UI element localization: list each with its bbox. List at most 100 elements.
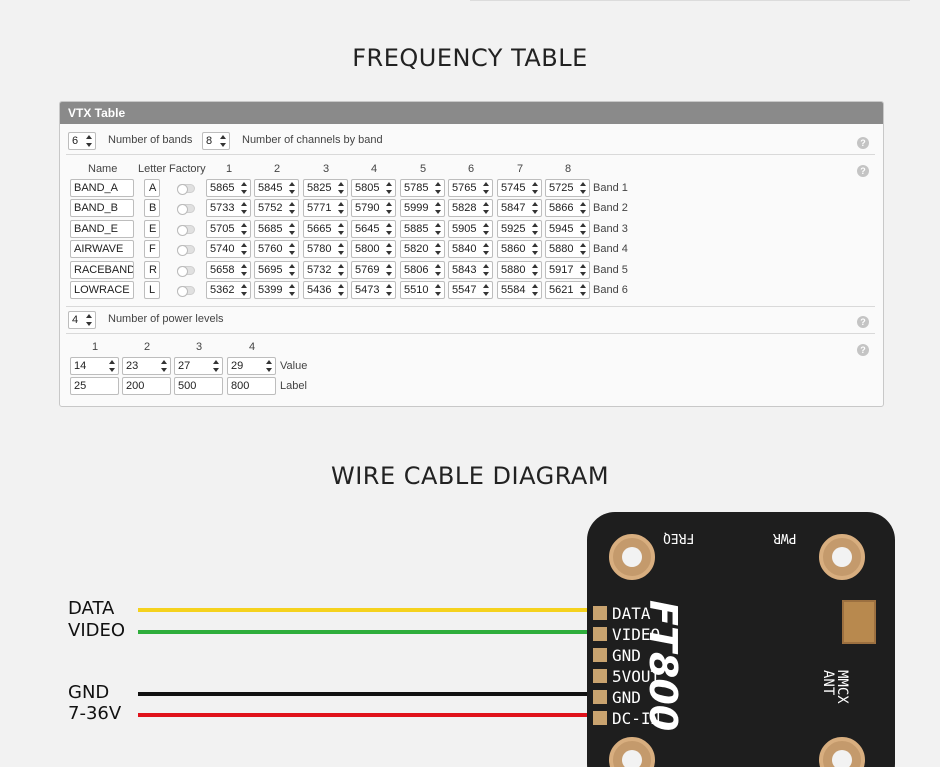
stepper-arrows-icon[interactable]: [289, 263, 296, 276]
power-value-stepper[interactable]: 27: [174, 357, 223, 375]
frequency-stepper[interactable]: 5547: [448, 281, 493, 299]
frequency-stepper[interactable]: 5806: [400, 260, 445, 279]
bands-count-stepper[interactable]: 6: [68, 132, 96, 150]
frequency-stepper[interactable]: 5805: [351, 179, 396, 197]
power-label-input[interactable]: 25: [70, 377, 119, 395]
stepper-arrows-icon[interactable]: [483, 263, 490, 276]
stepper-arrows-icon[interactable]: [580, 202, 587, 215]
stepper-arrows-icon[interactable]: [483, 284, 490, 296]
frequency-stepper[interactable]: 5436: [303, 281, 348, 299]
stepper-arrows-icon[interactable]: [483, 243, 490, 256]
frequency-stepper[interactable]: 5780: [303, 240, 348, 259]
band-letter-input[interactable]: E: [144, 219, 160, 238]
stepper-arrows-icon[interactable]: [289, 182, 296, 194]
power-label-input[interactable]: 500: [174, 377, 223, 395]
frequency-stepper[interactable]: 5880: [497, 260, 542, 279]
help-icon[interactable]: ?: [857, 137, 869, 149]
band-name-input[interactable]: AIRWAVE: [70, 240, 134, 259]
band-name-input[interactable]: BAND_E: [70, 219, 134, 238]
frequency-stepper[interactable]: 5399: [254, 281, 299, 299]
power-value-stepper[interactable]: 29: [227, 357, 276, 375]
stepper-arrows-icon[interactable]: [435, 243, 442, 256]
frequency-stepper[interactable]: 5771: [303, 199, 348, 218]
stepper-arrows-icon[interactable]: [580, 284, 587, 296]
band-name-input[interactable]: BAND_A: [70, 179, 134, 197]
stepper-arrows-icon[interactable]: [289, 222, 296, 235]
stepper-arrows-icon[interactable]: [386, 202, 393, 215]
frequency-stepper[interactable]: 5885: [400, 219, 445, 238]
frequency-stepper[interactable]: 5765: [448, 179, 493, 197]
band-letter-input[interactable]: F: [144, 240, 160, 259]
frequency-stepper[interactable]: 5865: [206, 179, 251, 197]
stepper-arrows-icon[interactable]: [386, 243, 393, 256]
stepper-arrows-icon[interactable]: [532, 182, 539, 194]
band-letter-input[interactable]: R: [144, 260, 160, 279]
frequency-stepper[interactable]: 5745: [497, 179, 542, 197]
frequency-stepper[interactable]: 5362: [206, 281, 251, 299]
factory-toggle[interactable]: [177, 204, 195, 216]
help-icon[interactable]: ?: [857, 165, 869, 177]
band-letter-input[interactable]: A: [144, 179, 160, 197]
frequency-stepper[interactable]: 5769: [351, 260, 396, 279]
stepper-arrows-icon[interactable]: [483, 202, 490, 215]
frequency-stepper[interactable]: 5999: [400, 199, 445, 218]
frequency-stepper[interactable]: 5760: [254, 240, 299, 259]
frequency-stepper[interactable]: 5825: [303, 179, 348, 197]
stepper-arrows-icon[interactable]: [338, 182, 345, 194]
stepper-arrows-icon[interactable]: [580, 222, 587, 235]
factory-toggle[interactable]: [177, 184, 195, 195]
stepper-arrows-icon[interactable]: [338, 202, 345, 215]
band-name-input[interactable]: LOWRACE: [70, 281, 134, 299]
power-value-stepper[interactable]: 23: [122, 357, 171, 375]
stepper-arrows-icon[interactable]: [532, 202, 539, 215]
frequency-stepper[interactable]: 5880: [545, 240, 590, 259]
frequency-stepper[interactable]: 5685: [254, 219, 299, 238]
stepper-arrows-icon[interactable]: [241, 222, 248, 235]
frequency-stepper[interactable]: 5845: [254, 179, 299, 197]
stepper-arrows-icon[interactable]: [435, 263, 442, 276]
stepper-arrows-icon[interactable]: [338, 222, 345, 235]
frequency-stepper[interactable]: 5860: [497, 240, 542, 259]
stepper-arrows-icon[interactable]: [532, 243, 539, 256]
help-icon[interactable]: ?: [857, 344, 869, 356]
stepper-arrows-icon[interactable]: [580, 182, 587, 194]
stepper-arrows-icon[interactable]: [289, 284, 296, 296]
band-name-input[interactable]: RACEBAND: [70, 260, 134, 279]
stepper-arrows-icon[interactable]: [338, 263, 345, 276]
stepper-arrows-icon[interactable]: [338, 284, 345, 296]
frequency-stepper[interactable]: 5705: [206, 219, 251, 238]
band-name-input[interactable]: BAND_B: [70, 199, 134, 218]
power-levels-stepper[interactable]: 4: [68, 311, 96, 329]
stepper-arrows-icon[interactable]: [289, 243, 296, 256]
factory-toggle[interactable]: [177, 265, 195, 277]
frequency-stepper[interactable]: 5905: [448, 219, 493, 238]
stepper-arrows-icon[interactable]: [532, 284, 539, 296]
stepper-arrows-icon[interactable]: [532, 263, 539, 276]
power-value-stepper[interactable]: 14: [70, 357, 119, 375]
power-label-input[interactable]: 200: [122, 377, 171, 395]
stepper-arrows-icon[interactable]: [386, 284, 393, 296]
stepper-arrows-icon[interactable]: [338, 243, 345, 256]
frequency-stepper[interactable]: 5785: [400, 179, 445, 197]
frequency-stepper[interactable]: 5925: [497, 219, 542, 238]
stepper-arrows-icon[interactable]: [213, 360, 220, 372]
frequency-stepper[interactable]: 5866: [545, 199, 590, 218]
frequency-stepper[interactable]: 5473: [351, 281, 396, 299]
frequency-stepper[interactable]: 5917: [545, 260, 590, 279]
stepper-arrows-icon[interactable]: [435, 222, 442, 235]
power-label-input[interactable]: 800: [227, 377, 276, 395]
stepper-arrows-icon[interactable]: [483, 182, 490, 194]
stepper-arrows-icon[interactable]: [435, 284, 442, 296]
stepper-arrows-icon[interactable]: [86, 135, 93, 147]
stepper-arrows-icon[interactable]: [532, 222, 539, 235]
stepper-arrows-icon[interactable]: [241, 243, 248, 256]
frequency-stepper[interactable]: 5828: [448, 199, 493, 218]
frequency-stepper[interactable]: 5740: [206, 240, 251, 259]
factory-toggle[interactable]: [177, 286, 195, 297]
factory-toggle[interactable]: [177, 245, 195, 257]
frequency-stepper[interactable]: 5800: [351, 240, 396, 259]
stepper-arrows-icon[interactable]: [483, 222, 490, 235]
frequency-stepper[interactable]: 5945: [545, 219, 590, 238]
stepper-arrows-icon[interactable]: [241, 182, 248, 194]
stepper-arrows-icon[interactable]: [386, 182, 393, 194]
